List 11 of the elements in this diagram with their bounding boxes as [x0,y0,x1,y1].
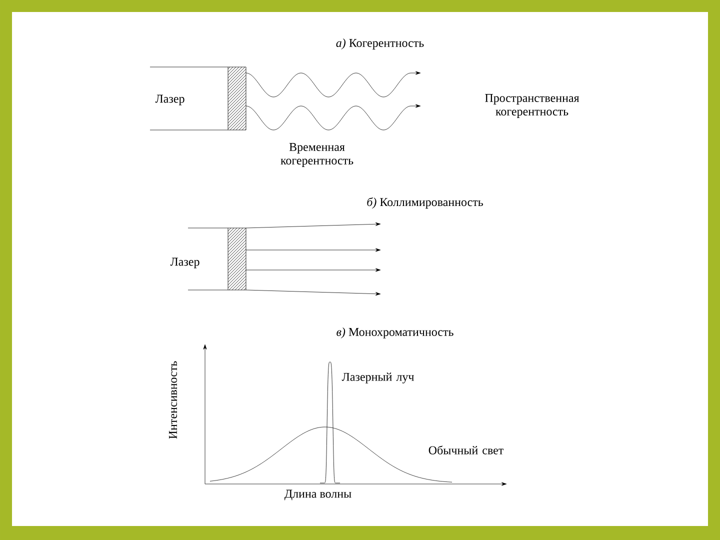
panel-title: в) Монохроматичность [336,328,454,338]
panel-title: б) Коллимированность [367,197,483,209]
axis-label: Длина волны [284,490,352,500]
axis-label: Интенсивность [169,361,177,439]
text-label: Лазерный луч [342,372,414,384]
text-label: Пространственная когерентность [485,94,580,118]
text-label: Временная когерентность [280,143,354,167]
text-label: Обычный свет [428,446,504,454]
text-label: Лазер [170,258,200,268]
text-label: Лазер [155,94,184,106]
panel-title: а) Когерентность [336,38,424,50]
